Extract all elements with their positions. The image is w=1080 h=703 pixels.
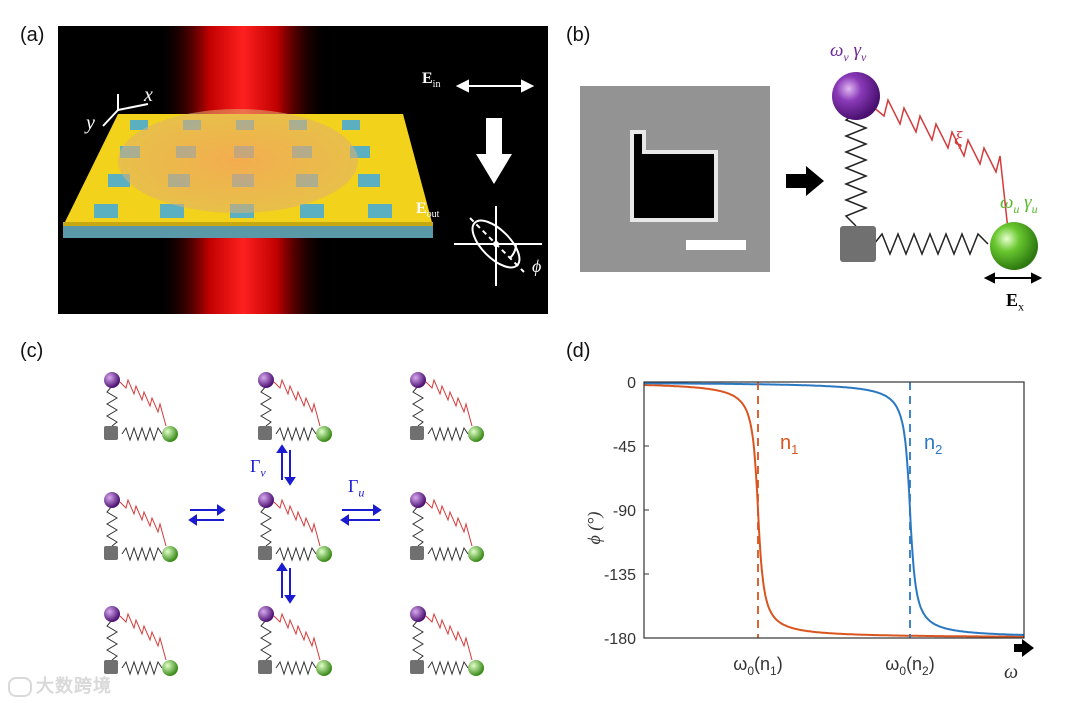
panel-a-figure [58,26,548,314]
black-arrow [786,166,824,196]
oscillator-model [832,72,1043,284]
xy-axes [102,94,149,127]
x-axis-arrow [1014,639,1034,657]
equilibrium-arrows-bottom [276,562,296,604]
watermark-text: 大数跨境 [36,676,112,696]
y-tick-labels: 0 -45 -90 -135 -180 [604,375,636,648]
coupling-spring [871,97,1009,231]
gamma-v-main: γ [853,40,862,61]
e-x-label: Ex [1006,290,1024,315]
spring-v [843,111,869,227]
n1-label: n1 [780,432,798,457]
spring-u [873,231,989,257]
y-axis-label: ϕ (°) [584,511,605,544]
e-x-sub: x [1018,299,1025,314]
rate-gamma-u-main: Γ [348,476,359,496]
omega-u-main: ω [1000,192,1014,213]
y-tick-label: -90 [613,503,636,520]
omega-u-sub: u [1013,201,1020,216]
gold-edge [63,222,433,226]
e-out-sub: out [426,209,440,221]
rate-gamma-u-sub: u [358,485,365,500]
gamma-u-rate-label: Γu [348,476,364,501]
y-ticks [644,381,649,639]
x-tick-label: ω0(n2) [885,654,934,678]
axis-x-label: x [144,84,153,106]
omega-gamma-v-label: ωv γv [830,40,866,65]
equilibrium-arrows-top [276,444,296,486]
e-out-label: Eout [416,200,439,220]
gamma-v-sub: v [861,49,867,64]
equilibrium-arrows-left [188,504,226,526]
n2-sub: 2 [935,442,943,457]
mini-oscillator-r2c1 [103,491,179,563]
n2-main: n [924,432,936,454]
gamma-u-sub: u [1031,201,1038,216]
mini-oscillator-r3c1 [103,605,179,677]
gamma-v-rate-label: Γv [250,456,266,481]
e-in-main: E [422,70,433,87]
e-in-arrow [455,79,535,93]
substrate-edge [63,226,433,238]
n2-label: n2 [924,432,942,457]
n1-main: n [780,432,792,454]
ellipse-center [493,241,499,247]
omega-v-main: ω [830,40,844,61]
gamma-u-main: γ [1024,192,1032,213]
mini-oscillator-r2c3 [409,491,485,563]
mini-oscillator-r3c3 [409,605,485,677]
panel-d-label: (d) [566,340,591,362]
panel-c-label: (c) [20,340,44,362]
omega-v-sub: v [843,49,849,64]
omega-gamma-u-label: ωu γu [1000,192,1038,217]
mini-oscillator-r3c2 [257,605,333,677]
mini-oscillator-r2c2 [257,491,333,563]
series-n2-line [644,382,1024,636]
xi-label: ξ [954,128,963,150]
e-x-main: E [1006,290,1019,310]
phase-chart: 0 -45 -90 -135 -180 ϕ (°) ω0(n1) ω0(n2) ω [584,375,1034,683]
mini-oscillator-r1c1 [103,371,179,443]
rate-gamma-v-sub: v [260,465,266,480]
ex-arrow [983,272,1043,284]
y-tick-label: 0 [627,375,636,392]
sem-image [580,86,770,272]
watermark-icon [8,677,32,698]
resonance-lines [757,382,911,638]
x-axis-label: ω [1004,661,1018,683]
y-tick-label: -45 [613,439,636,456]
e-in-sub: in [432,79,441,91]
phi-label: ϕ [532,256,542,276]
watermark: 大数跨境 [8,672,112,698]
rate-gamma-v-main: Γ [250,456,261,476]
n1-sub: 1 [791,442,799,457]
anchor-block [840,226,876,262]
axis-y-label: y [86,112,95,134]
e-in-label: Ein [422,70,440,90]
x-tick-label: ω0(n1) [733,654,782,678]
scale-bar [686,240,746,250]
mini-oscillator-r1c2 [257,371,333,443]
plot-frame [643,381,1025,639]
purple-oscillator [832,72,880,120]
mini-oscillator-r1c3 [409,371,485,443]
liquid-droplet [118,109,358,213]
equilibrium-arrows-right [340,504,382,526]
y-tick-label: -135 [604,567,636,584]
panel-b-label: (b) [566,24,591,46]
propagation-arrow [476,118,512,184]
e-out-main: E [416,200,427,217]
panel-a-label: (a) [20,24,45,46]
series-layer [644,382,1024,638]
x-tick-labels: ω0(n1) ω0(n2) [733,654,934,678]
green-oscillator [990,222,1038,270]
y-tick-label: -180 [604,631,636,648]
panel-c-grid [103,371,485,677]
series-n1-line [644,384,1024,638]
